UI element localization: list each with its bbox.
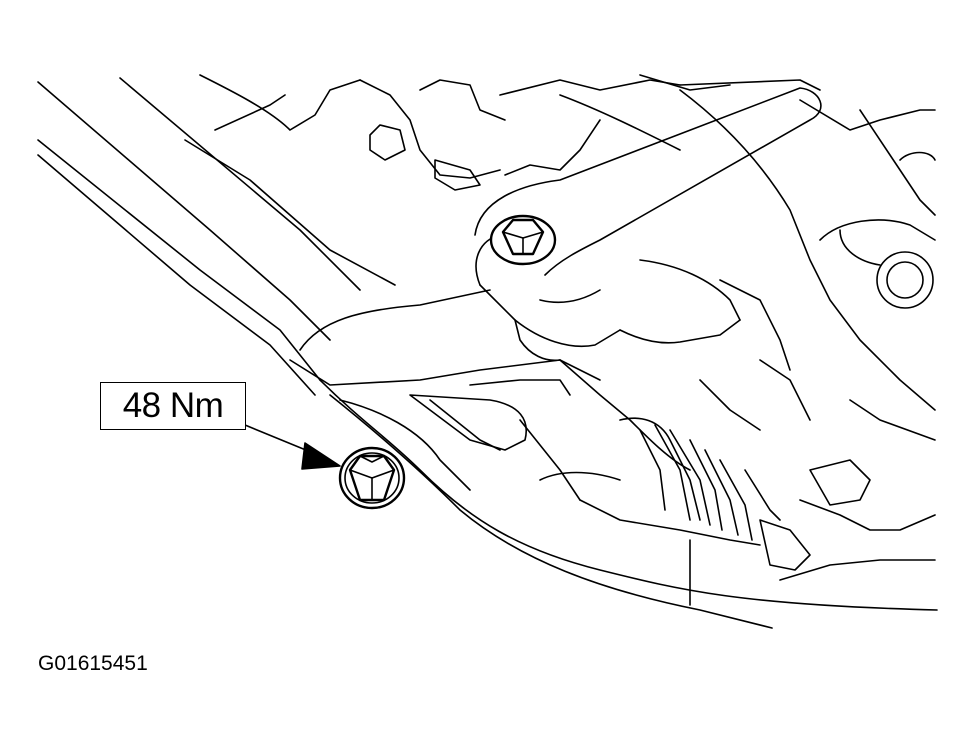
vehicle-body-structure [639,89,936,441]
subframe-member [37,77,938,629]
steering-rack-boot [519,359,936,581]
torque-label: 48 Nm [122,386,224,425]
upper-bolt [489,214,557,266]
crossmember-pocket [339,379,621,491]
hex-bolt-icon [338,446,406,510]
mount-bracket [199,74,821,191]
figure-id: G01615451 [38,652,148,675]
torque-callout-box: 48 Nm [100,382,246,430]
control-arm [289,87,822,386]
arrow-pointer-icon [244,424,341,470]
